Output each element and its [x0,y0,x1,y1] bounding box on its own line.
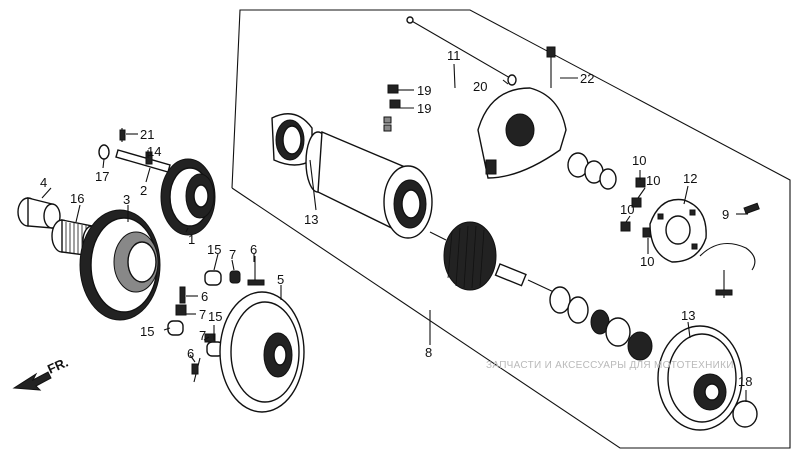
front-arrow-label: FR. [45,355,70,377]
callout-6-upper: 6 [250,242,257,257]
part-9-terminal [699,202,760,298]
callout-8: 8 [425,345,432,360]
part-15-roller-left [167,320,184,336]
leader-lines [41,63,748,402]
callout-9: 9 [722,207,729,222]
part-bearing-stack [549,286,653,361]
part-17-washer [98,144,110,160]
callout-11: 11 [447,48,461,63]
callout-4: 4 [40,175,47,190]
part-18-o-ring [732,400,758,428]
part-22-bolt [546,46,556,88]
part-13-front-cover [271,113,313,166]
callout-10-b: 10 [646,173,660,188]
callout-19-upper: 19 [417,83,431,98]
part-6-cap-left [179,286,186,304]
callout-21: 21 [140,127,154,142]
part-rear-cover [477,87,567,179]
callout-12: 12 [683,171,697,186]
callout-20: 20 [473,79,487,94]
callout-13-lower: 13 [681,308,695,323]
callout-10-a: 10 [632,153,646,168]
callout-15-lower: 15 [208,309,222,324]
part-8-armature [429,221,559,295]
part-12-brush-holder [649,198,707,263]
callout-3: 3 [123,192,130,207]
part-20-washer [507,74,517,86]
part-6-cap-lower [191,357,201,383]
callout-10-d: 10 [640,254,654,269]
callout-18: 18 [738,374,752,389]
part-insulator-washers [567,152,617,190]
callout-1: 1 [188,232,195,247]
part-yoke-housing [305,130,433,239]
part-5-starter-clutch [219,291,305,413]
watermark-caption: ЗАПЧАСТИ И АКСЕССУАРЫ ДЛЯ МОТОТЕХНИКИ [486,360,734,371]
part-7-spring-upper [229,270,241,284]
callout-19-lower: 19 [417,101,431,116]
callout-7-upper: 7 [229,247,236,262]
part-4-bush [17,197,61,229]
callout-17: 17 [95,169,109,184]
part-1-reduction-gear [160,158,216,236]
callout-6-lower: 6 [187,346,194,361]
part-15-roller-upper [204,270,222,286]
part-11-through-bolt [406,16,511,79]
callout-2: 2 [140,183,147,198]
callout-13-upper: 13 [304,212,318,227]
watermark: ЗАПЧАСТИ И АКСЕССУАРЫ ДЛЯ МОТОТЕХНИКИ [486,360,734,371]
part-7-spring-lower [204,333,216,343]
part-7-spring-left [175,304,187,316]
part-19-brushes [383,84,401,132]
part-6-cap-upper [247,256,265,286]
callout-7-middle: 7 [199,307,206,322]
part-10-nuts [620,177,653,238]
assembly-boundary-frame [231,9,791,449]
callout-16: 16 [70,191,84,206]
callout-7-lower: 7 [199,328,206,343]
callout-14: 14 [147,144,161,159]
callout-15-left: 15 [140,324,154,339]
callout-5: 5 [277,272,284,287]
front-direction-arrow: FR. [12,355,70,391]
callout-6-middle: 6 [201,289,208,304]
callout-22: 22 [580,71,594,86]
part-13-rear-cover [657,325,743,431]
callout-10-c: 10 [620,202,634,217]
callout-labels: 1 2 3 4 5 6 6 6 7 7 7 8 9 10 10 10 10 11… [40,48,752,389]
callout-15-upper: 15 [207,242,221,257]
part-3-driven-gear [79,209,161,321]
